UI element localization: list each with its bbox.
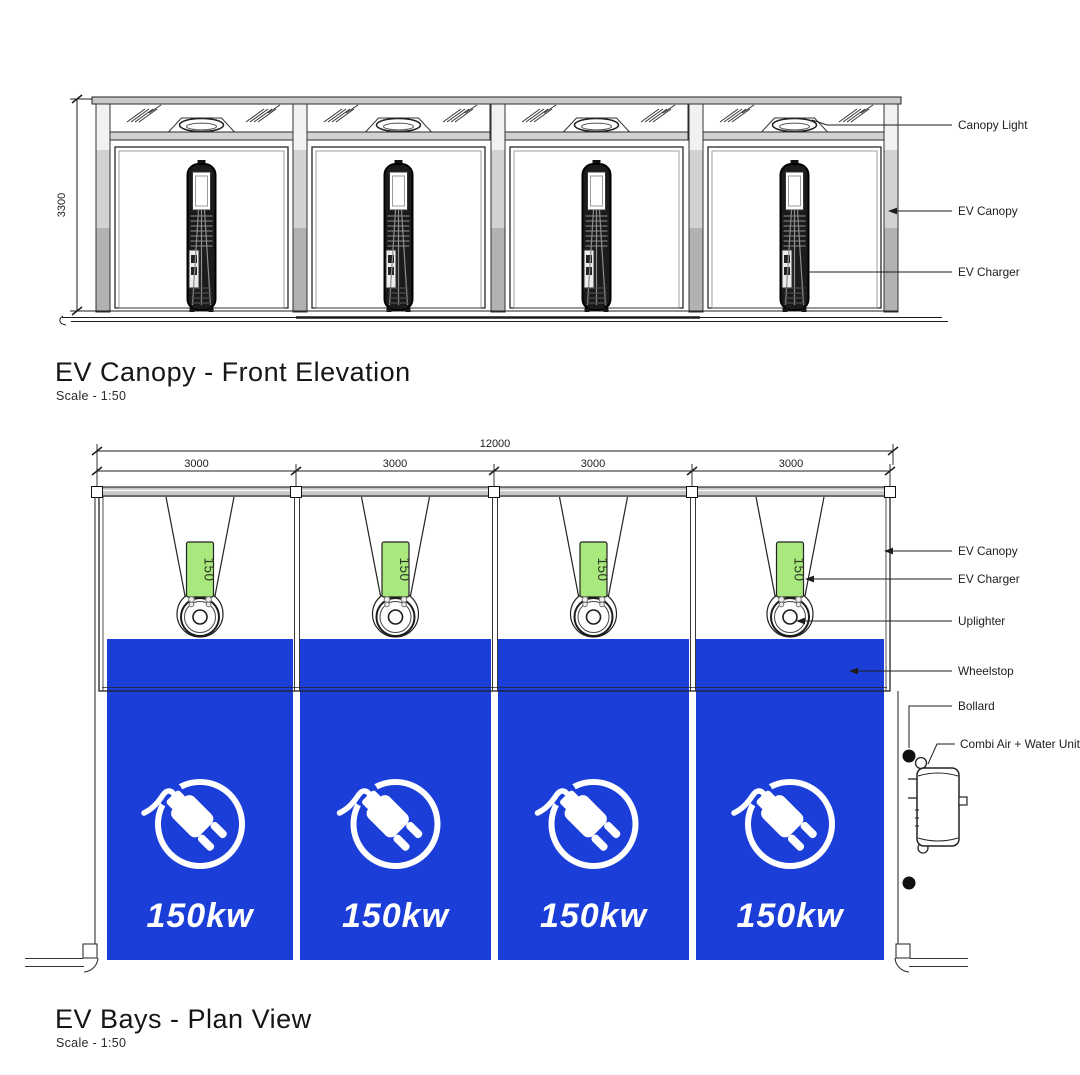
callout-combi-unit: Combi Air + Water Unit bbox=[927, 737, 1080, 765]
elevation-bay-1 bbox=[110, 104, 293, 312]
bay-surface-4 bbox=[696, 639, 884, 960]
charger-rating-4: 150 bbox=[792, 557, 807, 581]
plan-bay-1: 150 150kw bbox=[144, 496, 255, 935]
callout-wheelstop: Wheelstop bbox=[849, 664, 1014, 678]
canopy-roof-beam bbox=[91, 96, 902, 105]
bay-width-label-3: 3000 bbox=[581, 458, 605, 470]
bay-width-label-4: 3000 bbox=[779, 458, 803, 470]
front-elevation-scale: Scale - 1:50 bbox=[56, 389, 126, 403]
plan-bay-3: 150 150kw bbox=[538, 496, 649, 935]
charger-rating-1: 150 bbox=[202, 557, 217, 581]
elevation-bay-2 bbox=[307, 104, 490, 312]
callout-canopy-light: Canopy Light bbox=[811, 118, 1028, 132]
callout-bollard: Bollard bbox=[908, 699, 995, 748]
elevation-callouts: Canopy Light EV Canopy EV Charger bbox=[807, 118, 1028, 279]
callout-ev-canopy-plan-label: EV Canopy bbox=[958, 544, 1018, 558]
callout-ev-charger-plan: EV Charger bbox=[805, 572, 1020, 586]
callout-ev-canopy-plan: EV Canopy bbox=[884, 544, 1018, 558]
kerb-right bbox=[894, 691, 968, 973]
callout-combi-unit-label: Combi Air + Water Unit bbox=[960, 737, 1080, 751]
callout-uplighter-label: Uplighter bbox=[958, 614, 1005, 628]
plan-view-scale: Scale - 1:50 bbox=[56, 1036, 126, 1050]
ev-parking-bays bbox=[107, 639, 884, 960]
ev-charger-plan-3 bbox=[579, 541, 608, 598]
elevation-bay-3 bbox=[505, 104, 688, 312]
front-elevation: 3300 bbox=[55, 94, 1028, 403]
bay-power-label-1: 150kw bbox=[146, 897, 255, 935]
bay-surface-3 bbox=[498, 639, 689, 960]
elevation-bay-4 bbox=[703, 104, 886, 312]
callout-ev-charger-elev: EV Charger bbox=[807, 265, 1020, 279]
bay-width-label-2: 3000 bbox=[383, 458, 407, 470]
bay-width-dimensions: 3000 3000 3000 3000 bbox=[91, 458, 896, 486]
charger-rating-2: 150 bbox=[397, 557, 412, 581]
plan-bay-2: 150 150kw bbox=[340, 496, 451, 935]
ev-charger-plan-2 bbox=[381, 541, 410, 598]
plan-callouts: EV Canopy EV Charger Uplighter Wheelstop… bbox=[796, 544, 1080, 765]
ev-charger-plan-1 bbox=[185, 541, 215, 598]
callout-ev-charger-elev-label: EV Charger bbox=[958, 265, 1020, 279]
bay-surface-1 bbox=[107, 639, 293, 960]
callout-ev-canopy-elev: EV Canopy bbox=[888, 204, 1018, 218]
bay-power-label-2: 150kw bbox=[342, 897, 451, 935]
callout-uplighter: Uplighter bbox=[796, 614, 1005, 628]
bay-power-label-4: 150kw bbox=[736, 897, 845, 935]
bay-power-label-3: 150kw bbox=[540, 897, 649, 935]
bay-width-label-1: 3000 bbox=[184, 458, 208, 470]
combi-air-water-unit bbox=[908, 756, 968, 854]
plan-bay-4: 150 150kw bbox=[734, 496, 845, 935]
callout-bollard-label: Bollard bbox=[958, 699, 995, 713]
bollard-top bbox=[902, 749, 916, 763]
height-dimension-label: 3300 bbox=[56, 193, 68, 217]
height-dimension-3300: 3300 bbox=[56, 94, 95, 316]
ground-lines bbox=[59, 310, 948, 326]
front-elevation-title: EV Canopy - Front Elevation bbox=[55, 357, 411, 387]
total-width-label: 12000 bbox=[480, 438, 511, 450]
callout-ev-canopy-elev-label: EV Canopy bbox=[958, 204, 1018, 218]
plan-view-title: EV Bays - Plan View bbox=[55, 1004, 312, 1034]
plan-canopy-beam bbox=[91, 486, 896, 498]
bay-surface-2 bbox=[300, 639, 491, 960]
charger-rating-3: 150 bbox=[595, 557, 610, 581]
plan-view: 12000 3000 3000 3000 3000 bbox=[25, 438, 1080, 1050]
ev-charger-plan-4 bbox=[775, 541, 805, 598]
callout-wheelstop-label: Wheelstop bbox=[958, 664, 1014, 678]
kerb-left bbox=[25, 497, 99, 973]
callout-ev-charger-plan-label: EV Charger bbox=[958, 572, 1020, 586]
bollard-bottom bbox=[902, 876, 916, 890]
callout-canopy-light-label: Canopy Light bbox=[958, 118, 1028, 132]
total-width-dimension: 12000 bbox=[91, 438, 899, 486]
